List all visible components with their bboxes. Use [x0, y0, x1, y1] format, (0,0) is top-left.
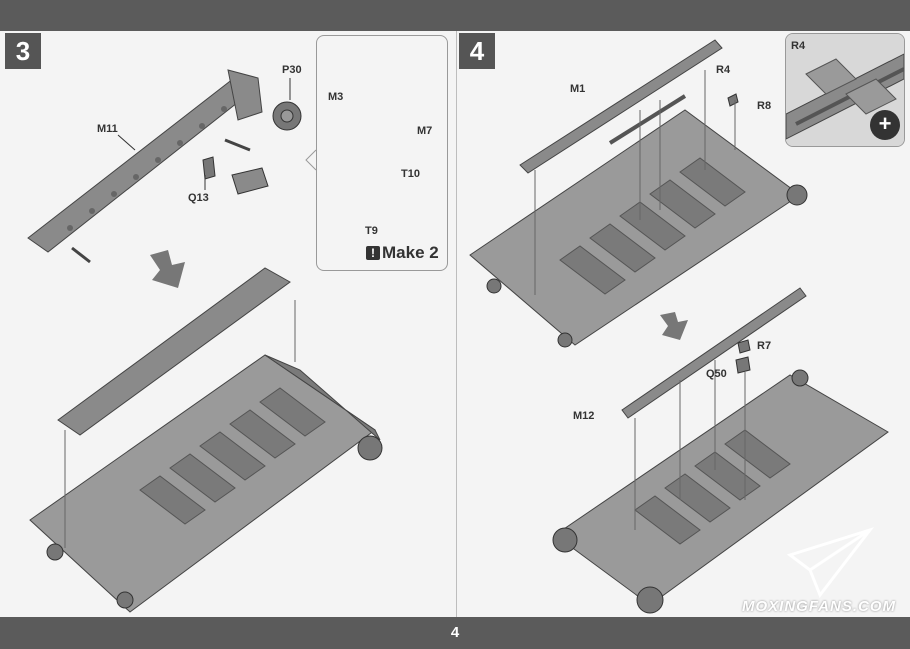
label-r7: R7 [757, 340, 772, 352]
hull-wheels-step3 [46, 435, 383, 609]
label-p30: P30 [282, 64, 302, 76]
page-number: 4 [450, 624, 460, 641]
part-box [231, 167, 269, 195]
arms [71, 138, 251, 264]
part-r7-q50 [735, 339, 751, 374]
make-2-inset [316, 35, 448, 271]
leader-lines [117, 78, 291, 190]
down-arrow-icon-step4 [660, 312, 688, 340]
make-2-note: ! Make 2 [366, 243, 439, 263]
label-m7: M7 [417, 125, 433, 137]
bottom-bar [0, 617, 910, 649]
part-p30 [272, 101, 302, 131]
zoom-plus-icon[interactable]: + [870, 110, 900, 140]
label-m3: M3 [328, 91, 344, 103]
watermark-text: MOXINGFANS.COM [742, 598, 897, 615]
label-t10: T10 [401, 168, 420, 180]
guide-lines-step4-bottom [634, 360, 746, 530]
label-m12: M12 [573, 410, 595, 422]
hull-slots-step4-bottom [634, 429, 791, 545]
hull-slots-step3 [139, 387, 326, 525]
page-divider [456, 31, 457, 617]
guide-lines-step3 [64, 300, 296, 548]
inset-pointer [305, 149, 317, 171]
label-q13: Q13 [188, 192, 209, 204]
part-q13 [202, 156, 216, 180]
rail-m12 [621, 287, 807, 419]
rail-m1 [519, 39, 723, 174]
frame-step3-lower [57, 267, 291, 436]
warning-icon: ! [366, 246, 380, 260]
label-r4: R4 [716, 64, 731, 76]
hull-step4-bottom [554, 374, 889, 606]
hull-wheels-step4-bottom [552, 369, 809, 614]
label-m1: M1 [570, 83, 586, 95]
side-frame-m11 [27, 69, 263, 253]
step-3-badge: 3 [5, 33, 41, 69]
hull-slots-step4-top [559, 157, 746, 295]
hull-wheels-step4-top [486, 184, 808, 348]
down-arrow-icon [150, 250, 185, 288]
label-m11: M11 [97, 123, 118, 135]
guide-lines-step4-top [534, 70, 736, 295]
make-2-text: Make 2 [382, 243, 439, 262]
rod-r4 [608, 94, 687, 145]
top-bar [0, 0, 910, 31]
label-r8: R8 [757, 100, 772, 112]
part-r8 [727, 93, 739, 107]
label-q50: Q50 [706, 368, 727, 380]
label-t9: T9 [365, 225, 378, 237]
label-r4-zoom: R4 [791, 40, 806, 52]
watermark-logo [786, 527, 875, 599]
frame-bolts [67, 106, 227, 231]
step-4-badge: 4 [459, 33, 495, 69]
